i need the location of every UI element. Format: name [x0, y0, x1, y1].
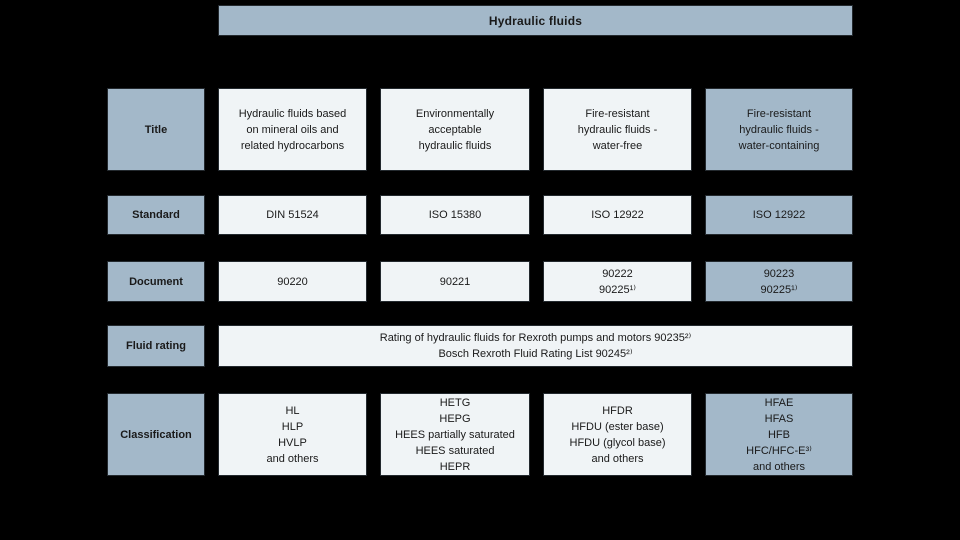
row-label-title: Title	[107, 88, 205, 171]
fluid-rating-cell: Rating of hydraulic fluids for Rexroth p…	[218, 325, 853, 367]
classification-cell-water-free: HFDR HFDU (ester base) HFDU (glycol base…	[543, 393, 692, 476]
document-cell-90220: 90220	[218, 261, 367, 302]
title-cell-mineral-oils: Hydraulic fluids based on mineral oils a…	[218, 88, 367, 171]
title-cell-fire-resistant-water-containing: Fire-resistant hydraulic fluids - water-…	[705, 88, 853, 171]
title-cell-fire-resistant-water-free: Fire-resistant hydraulic fluids - water-…	[543, 88, 692, 171]
document-cell-90221: 90221	[380, 261, 530, 302]
standard-cell-iso-12922-water-free: ISO 12922	[543, 195, 692, 235]
document-cell-90223: 90223 90225¹⁾	[705, 261, 853, 302]
row-label-document: Document	[107, 261, 205, 302]
standard-cell-iso-12922-water-containing: ISO 12922	[705, 195, 853, 235]
classification-cell-water-containing: HFAE HFAS HFB HFC/HFC-E³⁾ and others	[705, 393, 853, 476]
diagram-title: Hydraulic fluids	[218, 5, 853, 36]
classification-cell-environmentally-acceptable: HETG HEPG HEES partially saturated HEES …	[380, 393, 530, 476]
document-cell-90222: 90222 90225¹⁾	[543, 261, 692, 302]
standard-cell-iso-15380: ISO 15380	[380, 195, 530, 235]
standard-cell-din-51524: DIN 51524	[218, 195, 367, 235]
row-label-fluid-rating: Fluid rating	[107, 325, 205, 367]
row-label-classification: Classification	[107, 393, 205, 476]
row-label-standard: Standard	[107, 195, 205, 235]
classification-cell-mineral-oils: HL HLP HVLP and others	[218, 393, 367, 476]
title-cell-environmentally-acceptable: Environmentally acceptable hydraulic flu…	[380, 88, 530, 171]
